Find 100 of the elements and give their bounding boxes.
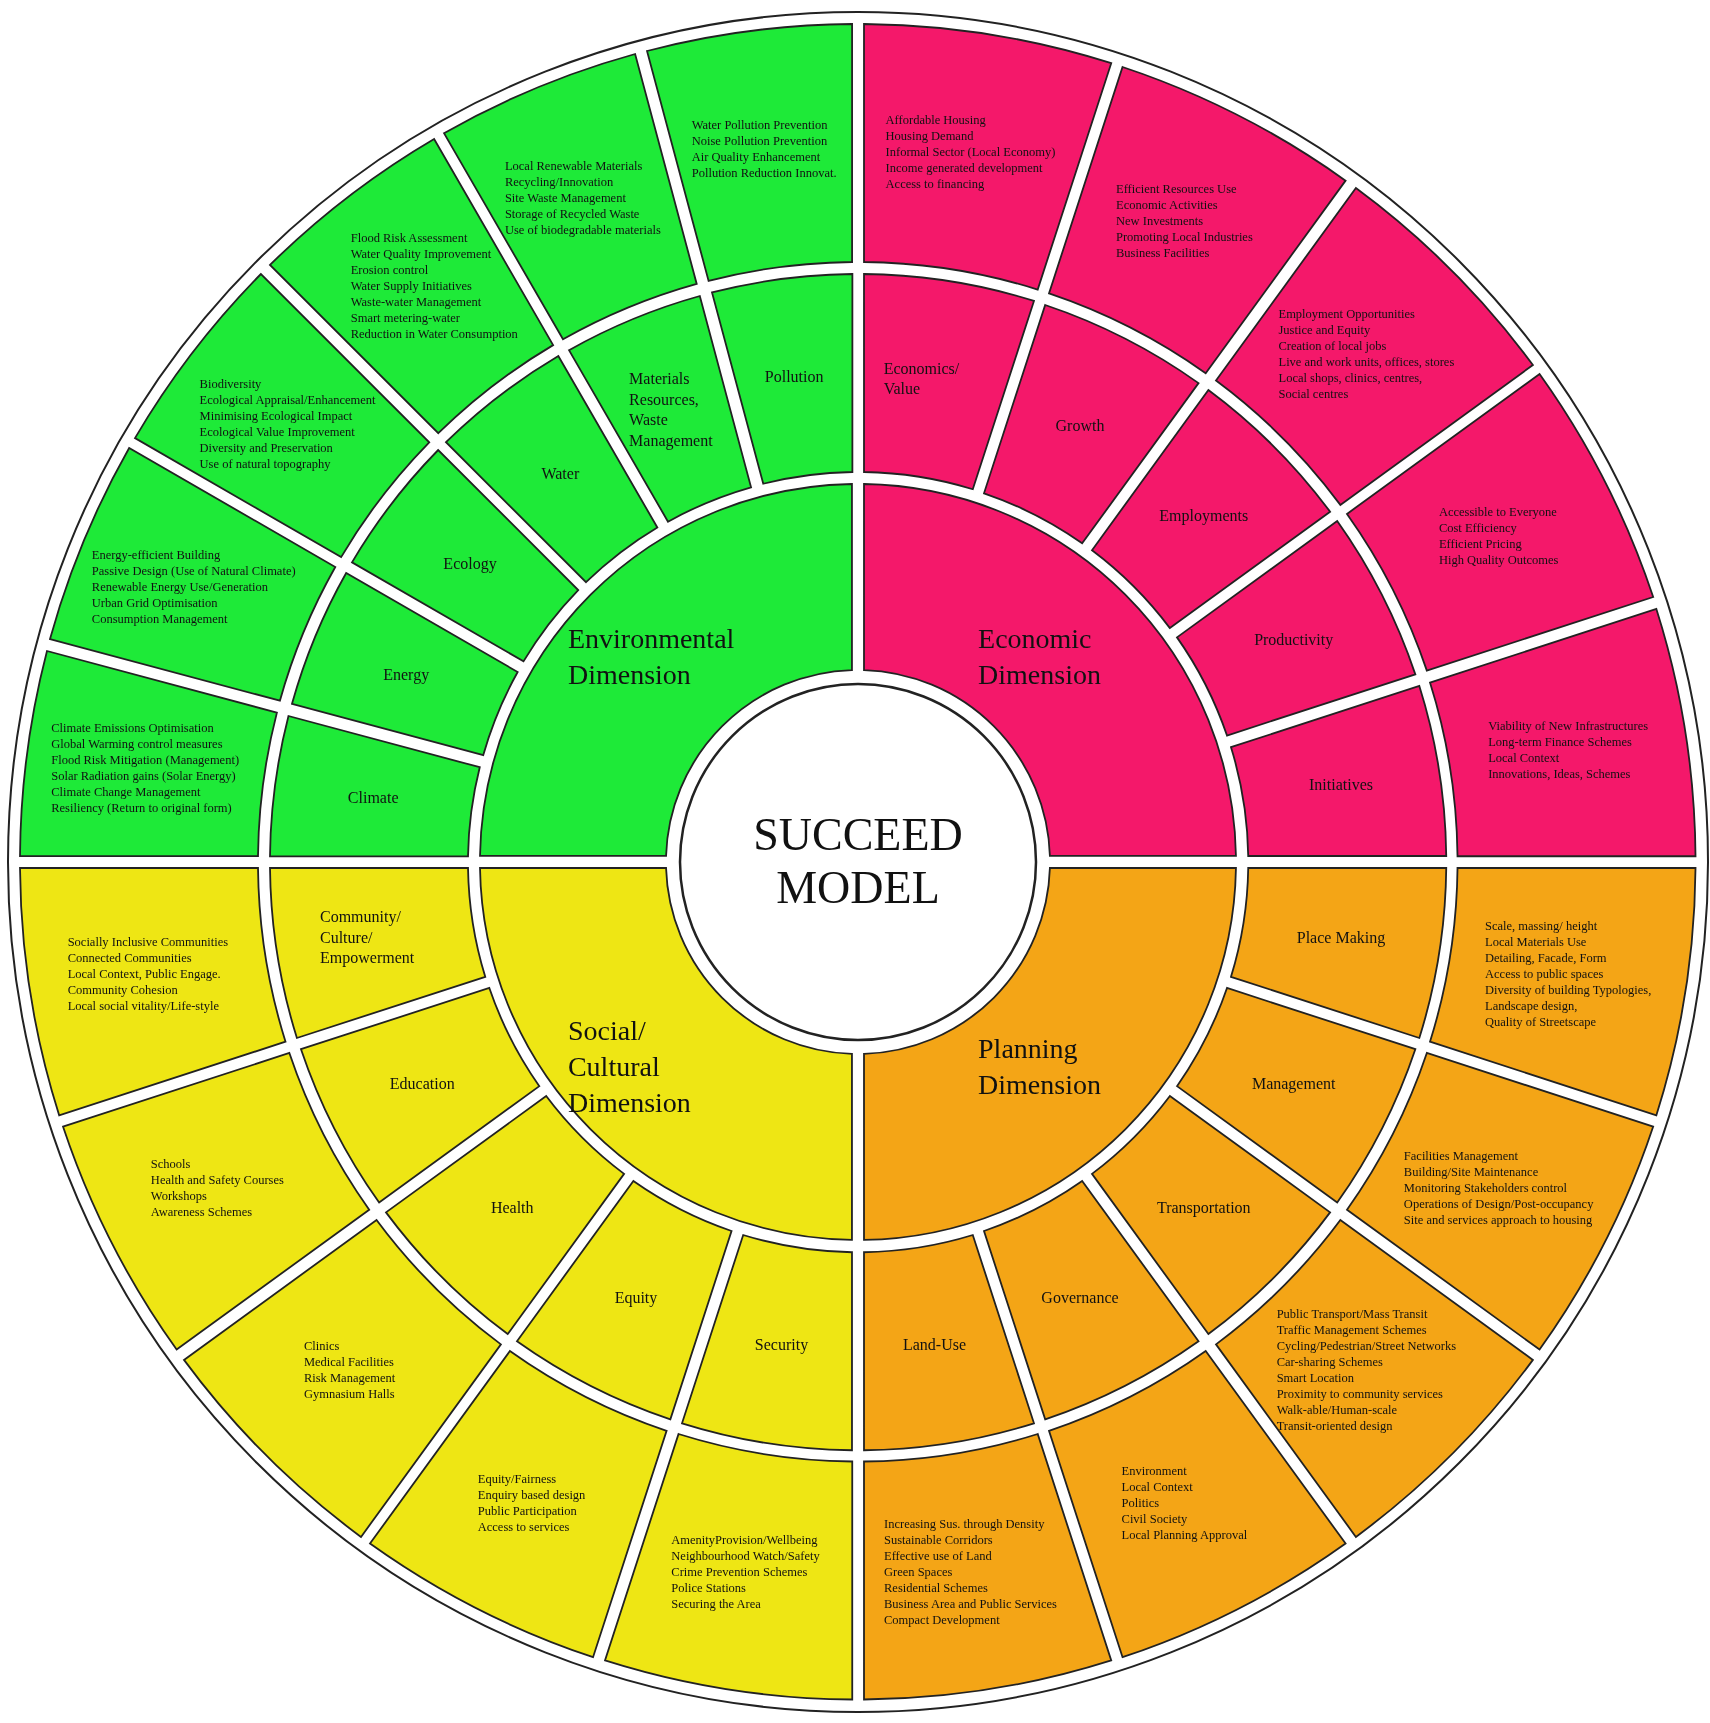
list-item: Energy-efficient Building <box>91 546 222 563</box>
list-item: Securing the Area <box>671 1596 762 1613</box>
model-title: SUCCEED MODEL <box>752 809 964 915</box>
list-item: Noise Pollution Prevention <box>691 133 829 150</box>
list-item: Environment <box>1121 1462 1188 1479</box>
list-item: Efficient Pricing <box>1438 535 1523 552</box>
list-item: Local Context <box>1488 749 1561 766</box>
list-item: Informal Sector (Local Economy) <box>885 143 1056 160</box>
list-item: Community Cohesion <box>67 982 179 999</box>
list-item: AmenityProvision/Wellbeing <box>671 1532 819 1549</box>
list-item: Awareness Schemes <box>150 1204 254 1221</box>
list-item: Local shops, clinics, centres, <box>1278 369 1424 386</box>
list-item: Water Pollution Prevention <box>691 117 829 134</box>
list-item: Climate Emissions Optimisation <box>51 720 215 737</box>
list-item: Gymnasium Halls <box>303 1386 396 1403</box>
list-item: Urban Grid Optimisation <box>91 594 219 611</box>
list-item: Income generated development <box>885 159 1044 176</box>
dimension-title: Planning Dimension <box>978 1032 1102 1103</box>
list-item: Socially Inclusive Communities <box>67 934 229 951</box>
list-item: Walk-able/Human-scale <box>1276 1402 1399 1419</box>
list-item: Neighbourhood Watch/Safety <box>671 1548 820 1565</box>
list-item: Resiliency (Return to original form) <box>51 800 233 817</box>
list-item: Viability of New Infrastructures <box>1488 717 1649 734</box>
list-item: Access to financing <box>885 175 986 192</box>
list-item: Site Waste Management <box>504 189 627 206</box>
list-item: Climate Change Management <box>51 784 202 801</box>
category-label: Water <box>541 463 580 484</box>
list-item: Efficient Resources Use <box>1116 181 1238 198</box>
category-label: Land-Use <box>902 1334 966 1355</box>
list-item: Diversity and Preservation <box>199 440 334 457</box>
list-item: Use of biodegradable materials <box>504 221 661 238</box>
list-item: Waste-water Management <box>350 293 483 310</box>
list-item: Landscape design, <box>1485 998 1579 1015</box>
list-item: Crime Prevention Schemes <box>671 1564 809 1581</box>
category-label: Energy <box>383 664 430 686</box>
list-item: Workshops <box>150 1188 208 1205</box>
category-label: Employments <box>1159 506 1249 527</box>
list-item: Local Materials Use <box>1485 934 1588 951</box>
list-item: Creation of local jobs <box>1278 337 1388 354</box>
list-item: Accessible to Everyone <box>1438 503 1558 520</box>
list-item: Minimising Ecological Impact <box>199 408 354 425</box>
list-item: High Quality Outcomes <box>1438 551 1559 568</box>
list-item: Police Stations <box>671 1580 747 1597</box>
category-label: Ecology <box>443 554 497 575</box>
category-label: Health <box>490 1197 534 1218</box>
list-item: Car-sharing Schemes <box>1276 1354 1384 1371</box>
list-item: Facilities Management <box>1403 1148 1520 1165</box>
list-item: Reduction in Water Consumption <box>350 325 518 342</box>
list-item: Live and work units, offices, stores <box>1278 353 1455 370</box>
list-item: Pollution Reduction Innovat. <box>691 165 837 182</box>
category-label: Pollution <box>764 366 824 387</box>
list-item: Renewable Energy Use/Generation <box>91 578 269 595</box>
list-item: Erosion control <box>350 261 430 278</box>
list-item: Long-term Finance Schemes <box>1488 733 1633 750</box>
list-item: Employment Opportunities <box>1278 305 1416 322</box>
list-item: Sustainable Corridors <box>884 1532 994 1549</box>
category-label: Economics/ Value <box>883 358 961 399</box>
list-item: Storage of Recycled Waste <box>504 205 641 222</box>
list-item: Ecological Value Improvement <box>199 424 356 441</box>
category-label: Governance <box>1041 1287 1119 1308</box>
list-item: Site and services approach to housing <box>1403 1212 1594 1229</box>
list-item: Detailing, Facade, Form <box>1485 950 1608 967</box>
list-item: Business Area and Public Services <box>884 1596 1057 1613</box>
list-item: Equity/Fairness <box>477 1470 558 1487</box>
category-label: Place Making <box>1296 928 1386 949</box>
category-label: Initiatives <box>1309 775 1373 796</box>
list-item: Compact Development <box>884 1612 1001 1629</box>
list-item: Smart Location <box>1276 1370 1356 1387</box>
list-item: Politics <box>1121 1494 1161 1511</box>
category-label: Climate <box>347 787 399 808</box>
list-item: Public Transport/Mass Transit <box>1276 1306 1429 1323</box>
list-item: Use of natural topography <box>199 456 332 473</box>
category-label: Materials Resources, Waste Management <box>629 369 713 452</box>
list-item: Solar Radiation gains (Solar Energy) <box>51 768 237 785</box>
list-item: Operations of Design/Post-occupancy <box>1403 1196 1594 1213</box>
dimension-title: Economic Dimension <box>978 622 1102 692</box>
list-item: Smart metering-water <box>350 309 462 326</box>
list-item: Promoting Local Industries <box>1116 229 1253 246</box>
list-item: Flood Risk Mitigation (Management) <box>51 752 240 769</box>
list-item: Enquiry based design <box>477 1486 586 1503</box>
list-item: Monitoring Stakeholders control <box>1403 1180 1568 1197</box>
category-label: Security <box>754 1334 809 1356</box>
list-item: Public Participation <box>477 1502 578 1519</box>
list-item: Justice and Equity <box>1278 321 1372 338</box>
list-item: Cost Efficiency <box>1438 519 1518 536</box>
category-label: Community/ Culture/ Empowerment <box>320 907 416 969</box>
category-label: Growth <box>1055 416 1105 437</box>
list-item: Scale, massing/ height <box>1485 918 1599 935</box>
list-item: Medical Facilities <box>303 1354 395 1371</box>
list-item: Traffic Management Schemes <box>1276 1322 1428 1339</box>
list-item: Global Warming control measures <box>51 736 224 753</box>
list-item: Transit-oriented design <box>1276 1418 1394 1435</box>
list-item: Quality of Streetscape <box>1485 1014 1598 1031</box>
list-item: Health and Safety Courses <box>150 1172 284 1189</box>
list-item: Biodiversity <box>199 376 263 393</box>
list-item: Civil Society <box>1121 1510 1189 1527</box>
list-item: Ecological Appraisal/Enhancement <box>199 392 376 409</box>
list-item: Affordable Housing <box>885 111 987 128</box>
list-item: Air Quality Enhancement <box>691 149 822 166</box>
list-item: Economic Activities <box>1116 197 1219 214</box>
